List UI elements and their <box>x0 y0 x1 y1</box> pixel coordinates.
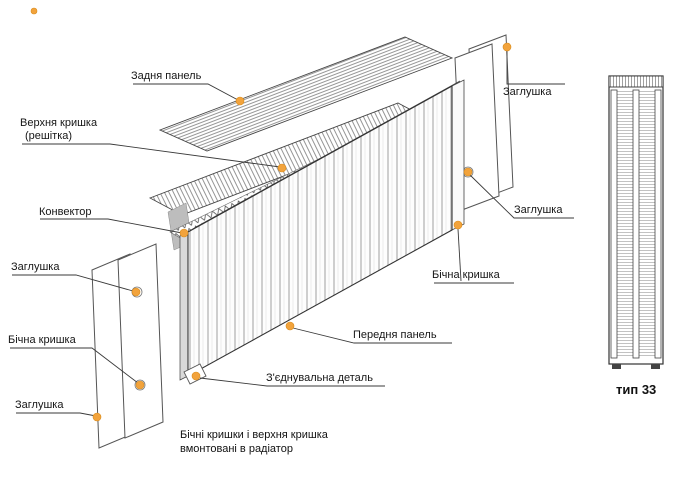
cross-section-type33 <box>608 75 664 369</box>
corner-marker-dot <box>30 7 38 15</box>
label-plug-left-bottom: Заглушка <box>15 399 64 411</box>
leader-lines <box>10 50 574 417</box>
marker-dot-side-cover-right <box>453 220 463 230</box>
leader-side-cover-left <box>10 347 139 384</box>
front-panel-part <box>187 85 453 377</box>
cross-section-fins-2 <box>639 90 655 358</box>
note-line1: Бічні кришки і верхня кришка <box>180 429 328 441</box>
cross-section-panel-3 <box>654 89 662 359</box>
marker-dot-top-cover <box>277 163 287 173</box>
leader-plug-left-top <box>12 274 134 292</box>
marker-dot-back-panel <box>235 96 245 106</box>
label-front-panel: Передня панель <box>353 329 437 341</box>
side-cover-mounted-right <box>451 79 465 231</box>
leader-back-panel <box>133 83 239 101</box>
label-plug-left-top: Заглушка <box>11 261 60 273</box>
note-line2: вмонтовані в радіатор <box>180 443 293 455</box>
marker-dot-plug-right-top <box>502 42 512 52</box>
marker-dot-side-cover-left <box>135 380 145 390</box>
label-top-cover: Верхня кришка (решітка) <box>20 117 97 143</box>
label-side-cover-right: Бічна кришка <box>432 269 500 281</box>
leader-connector <box>199 377 385 387</box>
label-plug-right-top: Заглушка <box>503 86 552 98</box>
label-back-panel: Задня панель <box>131 70 202 82</box>
side-cover-left-front-part <box>117 243 164 439</box>
label-top-cover-line1: Верхня кришка <box>20 117 98 129</box>
cross-section-foot-left <box>612 364 621 369</box>
leader-plug-right-mid <box>469 174 574 219</box>
marker-dot-plug-left-top <box>131 287 141 297</box>
cross-section-panel-1 <box>610 89 618 359</box>
marker-dot-convector <box>179 228 189 238</box>
leader-front-panel <box>292 327 452 344</box>
marker-dot-plug-left-bottom <box>92 412 102 422</box>
cross-section-top-grille <box>608 75 664 88</box>
leader-plug-right-top <box>506 50 565 85</box>
marker-dot-front-panel <box>285 321 295 331</box>
label-connector: З'єднувальна деталь <box>266 372 373 384</box>
label-side-cover-left: Бічна кришка <box>8 334 76 346</box>
label-convector: Конвектор <box>39 206 92 218</box>
front-panel-left-face <box>179 231 189 381</box>
leader-top-cover <box>22 143 281 168</box>
marker-dots <box>30 7 512 422</box>
back-panel-part <box>158 36 454 152</box>
label-plug-right-mid: Заглушка <box>514 204 563 216</box>
cross-section-fins-1 <box>617 90 633 358</box>
leader-side-cover-right <box>457 228 462 282</box>
cross-section-panel-2 <box>632 89 640 359</box>
marker-dot-connector <box>191 371 201 381</box>
marker-dot-plug-right-mid <box>463 167 473 177</box>
leader-plug-left-bottom <box>16 412 97 417</box>
label-type-33: тип 33 <box>616 382 657 397</box>
cross-section-foot-right <box>651 364 660 369</box>
leader-convector <box>40 218 183 234</box>
note-mounted-covers: Бічні кришки і верхня кришка вмонтовані … <box>180 428 328 456</box>
label-top-cover-line2: (решітка) <box>25 130 73 142</box>
